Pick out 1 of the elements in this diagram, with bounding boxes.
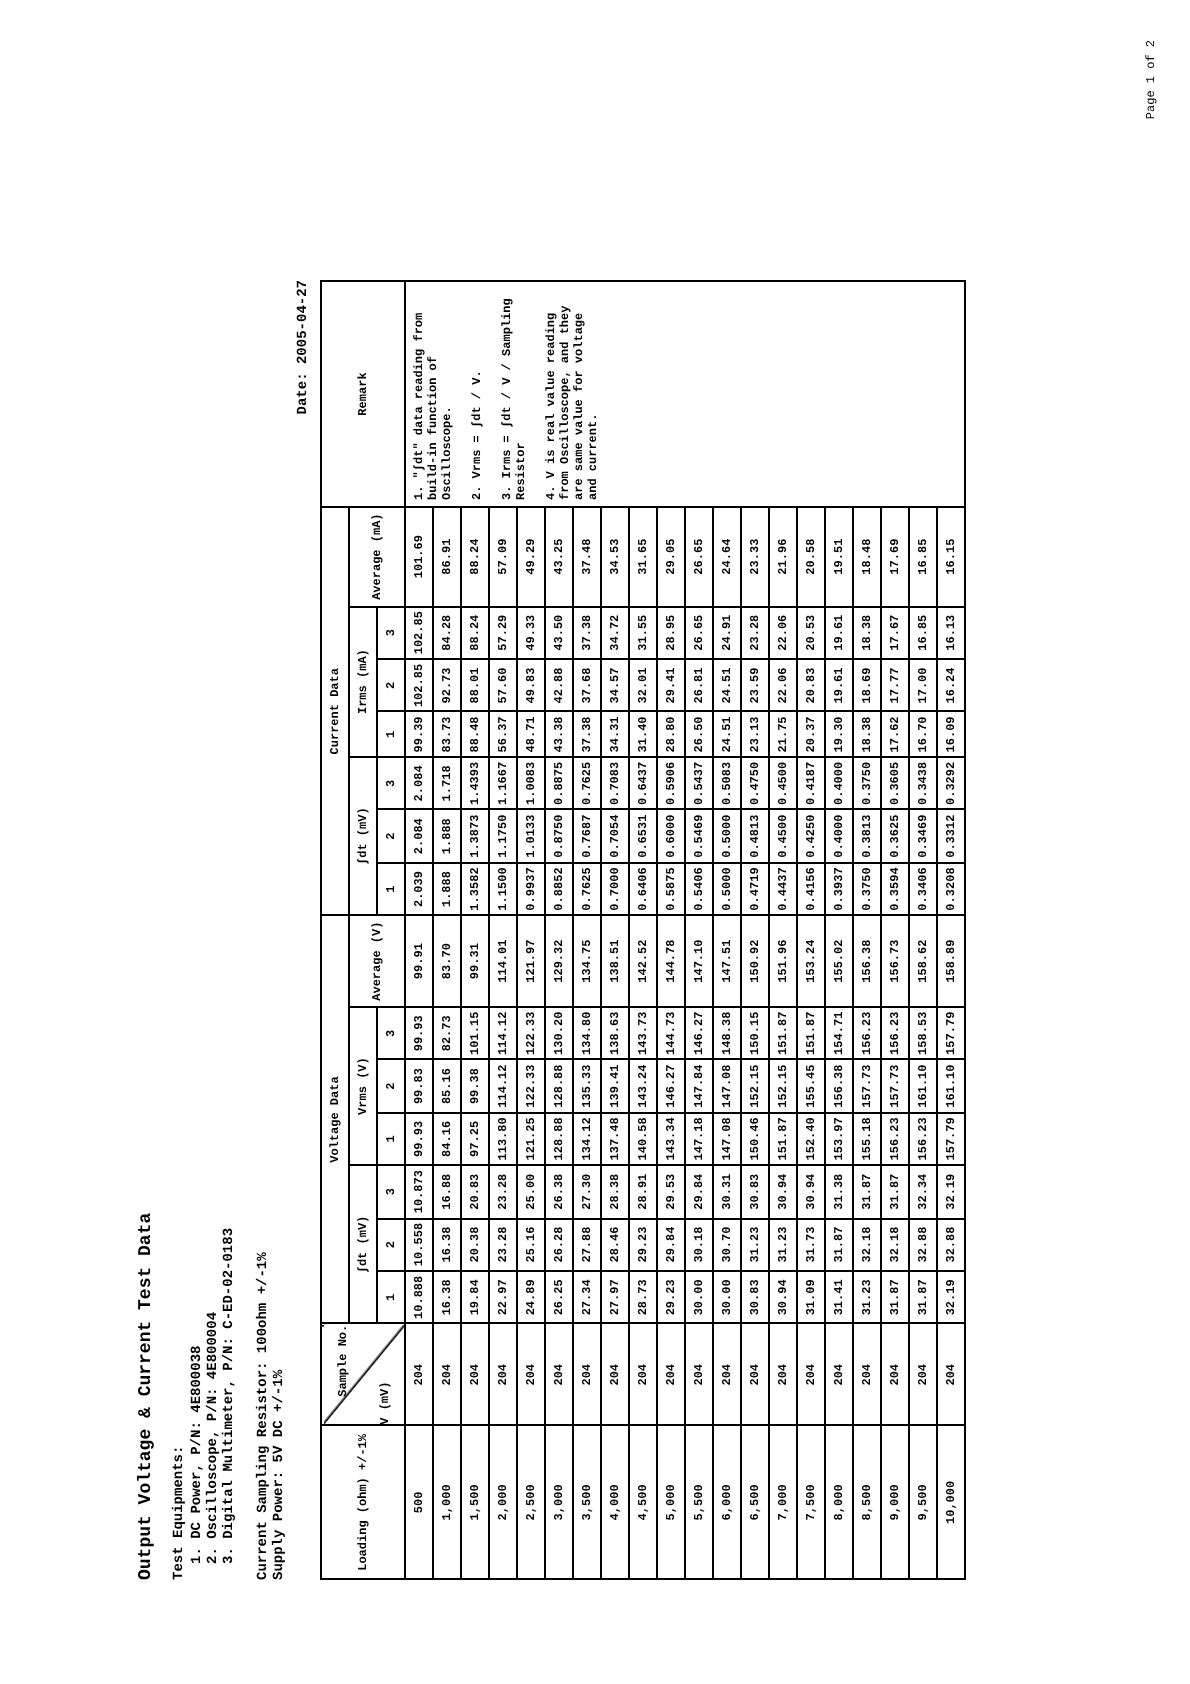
page-title: Output Voltage & Current Test Data xyxy=(136,1212,156,1580)
